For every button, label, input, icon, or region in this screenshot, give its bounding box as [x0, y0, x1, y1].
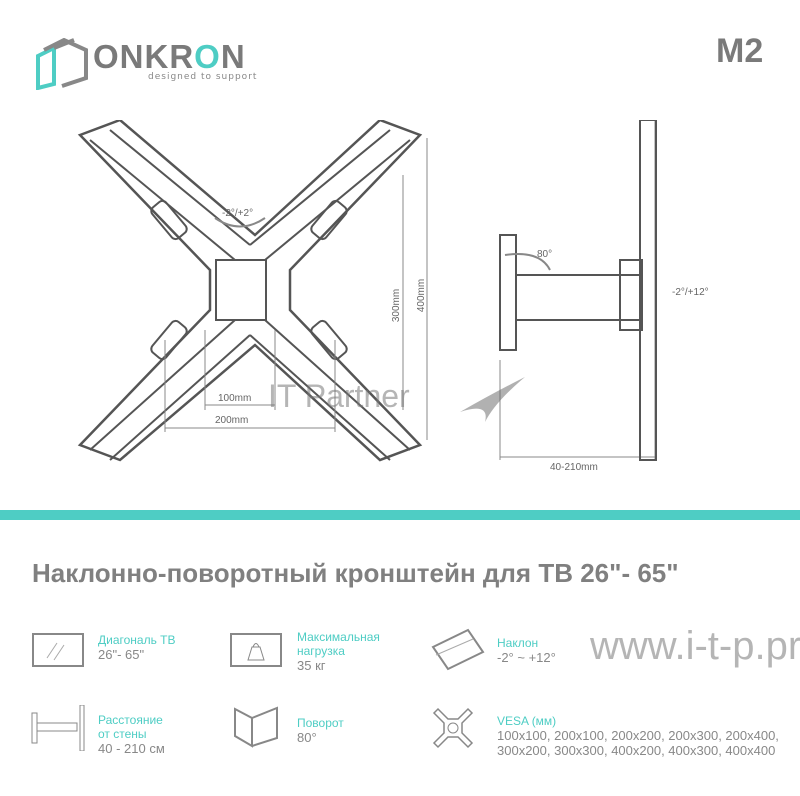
width-100-label: 100mm	[218, 393, 252, 404]
weight-icon	[230, 633, 282, 667]
model-name: M2	[716, 32, 764, 70]
feature-tilt: Наклон-2° ~ +12°	[497, 636, 556, 665]
accent-band	[0, 510, 800, 520]
watermark-url: www.i-t-p.pro	[590, 624, 800, 668]
swivel-plate-label: -2°/+2°	[222, 208, 254, 219]
swivel-icon	[234, 706, 278, 748]
front-view-bracket	[77, 120, 423, 462]
product-title: Наклонно-поворотный кронштейн для ТВ 26"…	[32, 558, 679, 588]
wall-distance-icon	[31, 705, 85, 751]
watermark-swoosh-icon	[460, 377, 525, 422]
tagline: designed to support	[148, 72, 258, 82]
swivel-angle-label: 80°	[537, 249, 553, 260]
height-400-label: 400mm	[416, 278, 428, 313]
bracket-diagram	[77, 120, 657, 462]
onkron-logo-icon	[36, 38, 88, 90]
tilt-label: -2°/+12°	[672, 287, 709, 298]
dimension-lines	[164, 120, 656, 460]
feature-vesa: VESA (мм)100x100, 200x100, 200x200, 200x…	[497, 714, 779, 758]
vesa-icon	[432, 707, 474, 749]
watermark-text: IT Partner	[268, 378, 410, 414]
height-300-label: 300mm	[391, 288, 403, 323]
distance-label: 40-210mm	[550, 462, 598, 473]
side-view-bracket	[499, 120, 657, 461]
brand-logo-text: ONKRON	[93, 38, 246, 75]
width-200-label: 200mm	[215, 415, 249, 426]
tilt-icon	[431, 628, 485, 671]
tv-screen-icon	[32, 633, 84, 667]
